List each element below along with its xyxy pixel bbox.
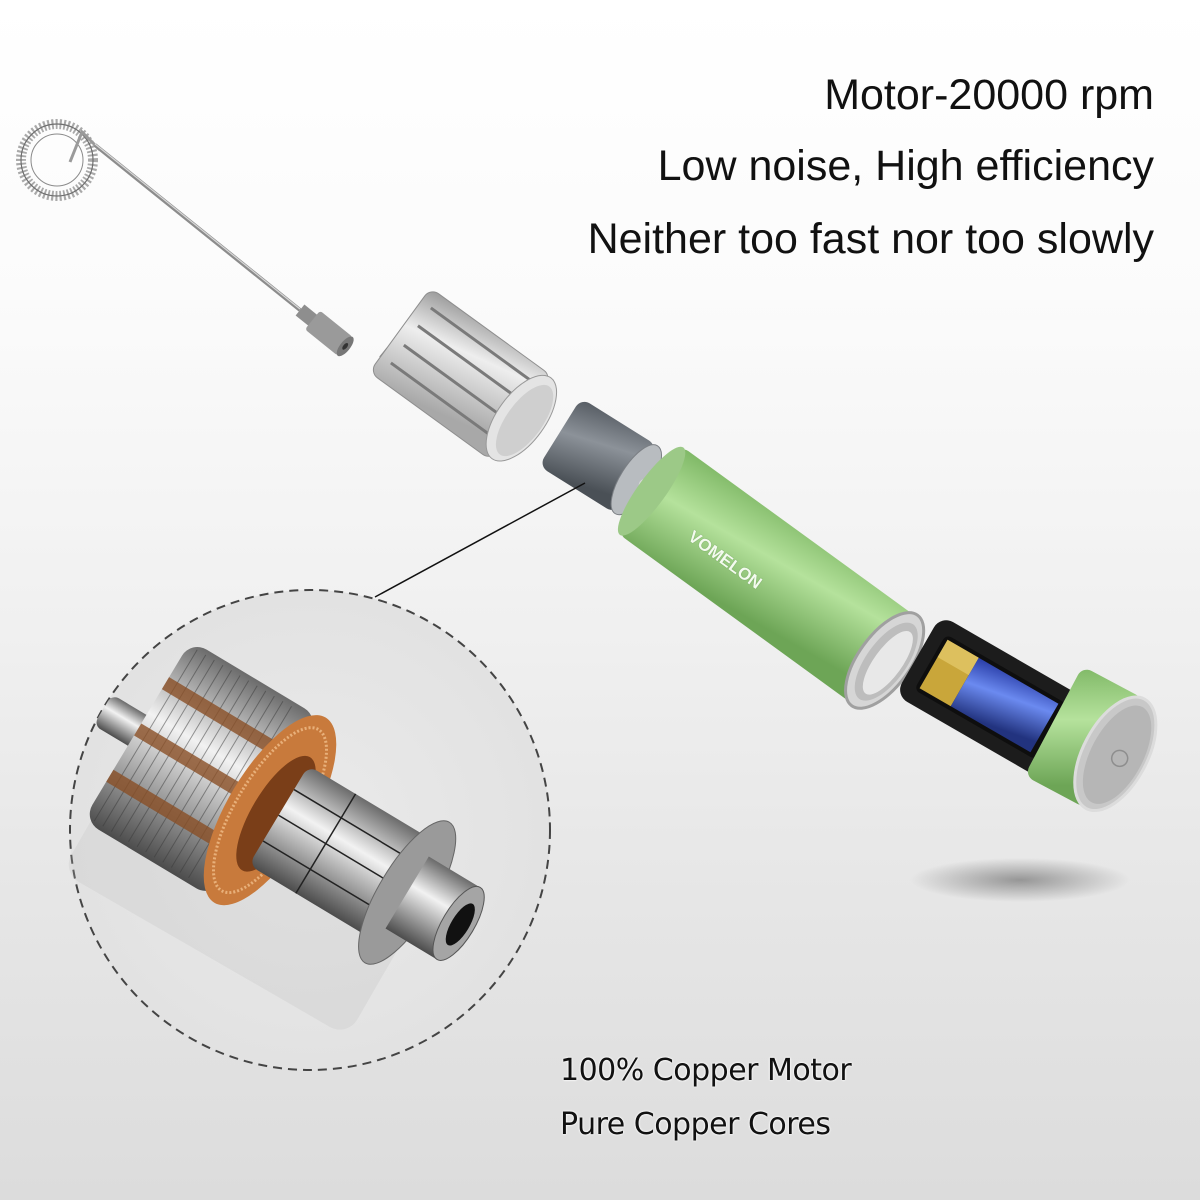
caption-copper-motor: 100% Copper Motor xyxy=(560,1053,852,1088)
whisk-shaft xyxy=(93,143,302,312)
headline-speed: Neither too fast nor too slowly xyxy=(587,215,1154,263)
shaft-coupler xyxy=(295,304,354,357)
battery-holder xyxy=(900,620,1086,776)
cap-shadow xyxy=(910,858,1130,902)
caption-copper-cores: Pure Copper Cores xyxy=(560,1107,831,1142)
headline-rpm: Motor-20000 rpm xyxy=(824,71,1154,119)
whisk-head xyxy=(16,119,102,201)
aa-battery xyxy=(919,639,1059,753)
callout-leader-line xyxy=(374,482,586,598)
green-handle-tube xyxy=(617,446,926,710)
motor-housing xyxy=(372,291,558,462)
motor-detail-callout xyxy=(68,589,551,1071)
power-icon xyxy=(1110,749,1129,768)
green-end-cap xyxy=(1027,669,1158,813)
headline-noise: Low noise, High efficiency xyxy=(657,142,1154,190)
copper-rotor xyxy=(89,646,485,965)
